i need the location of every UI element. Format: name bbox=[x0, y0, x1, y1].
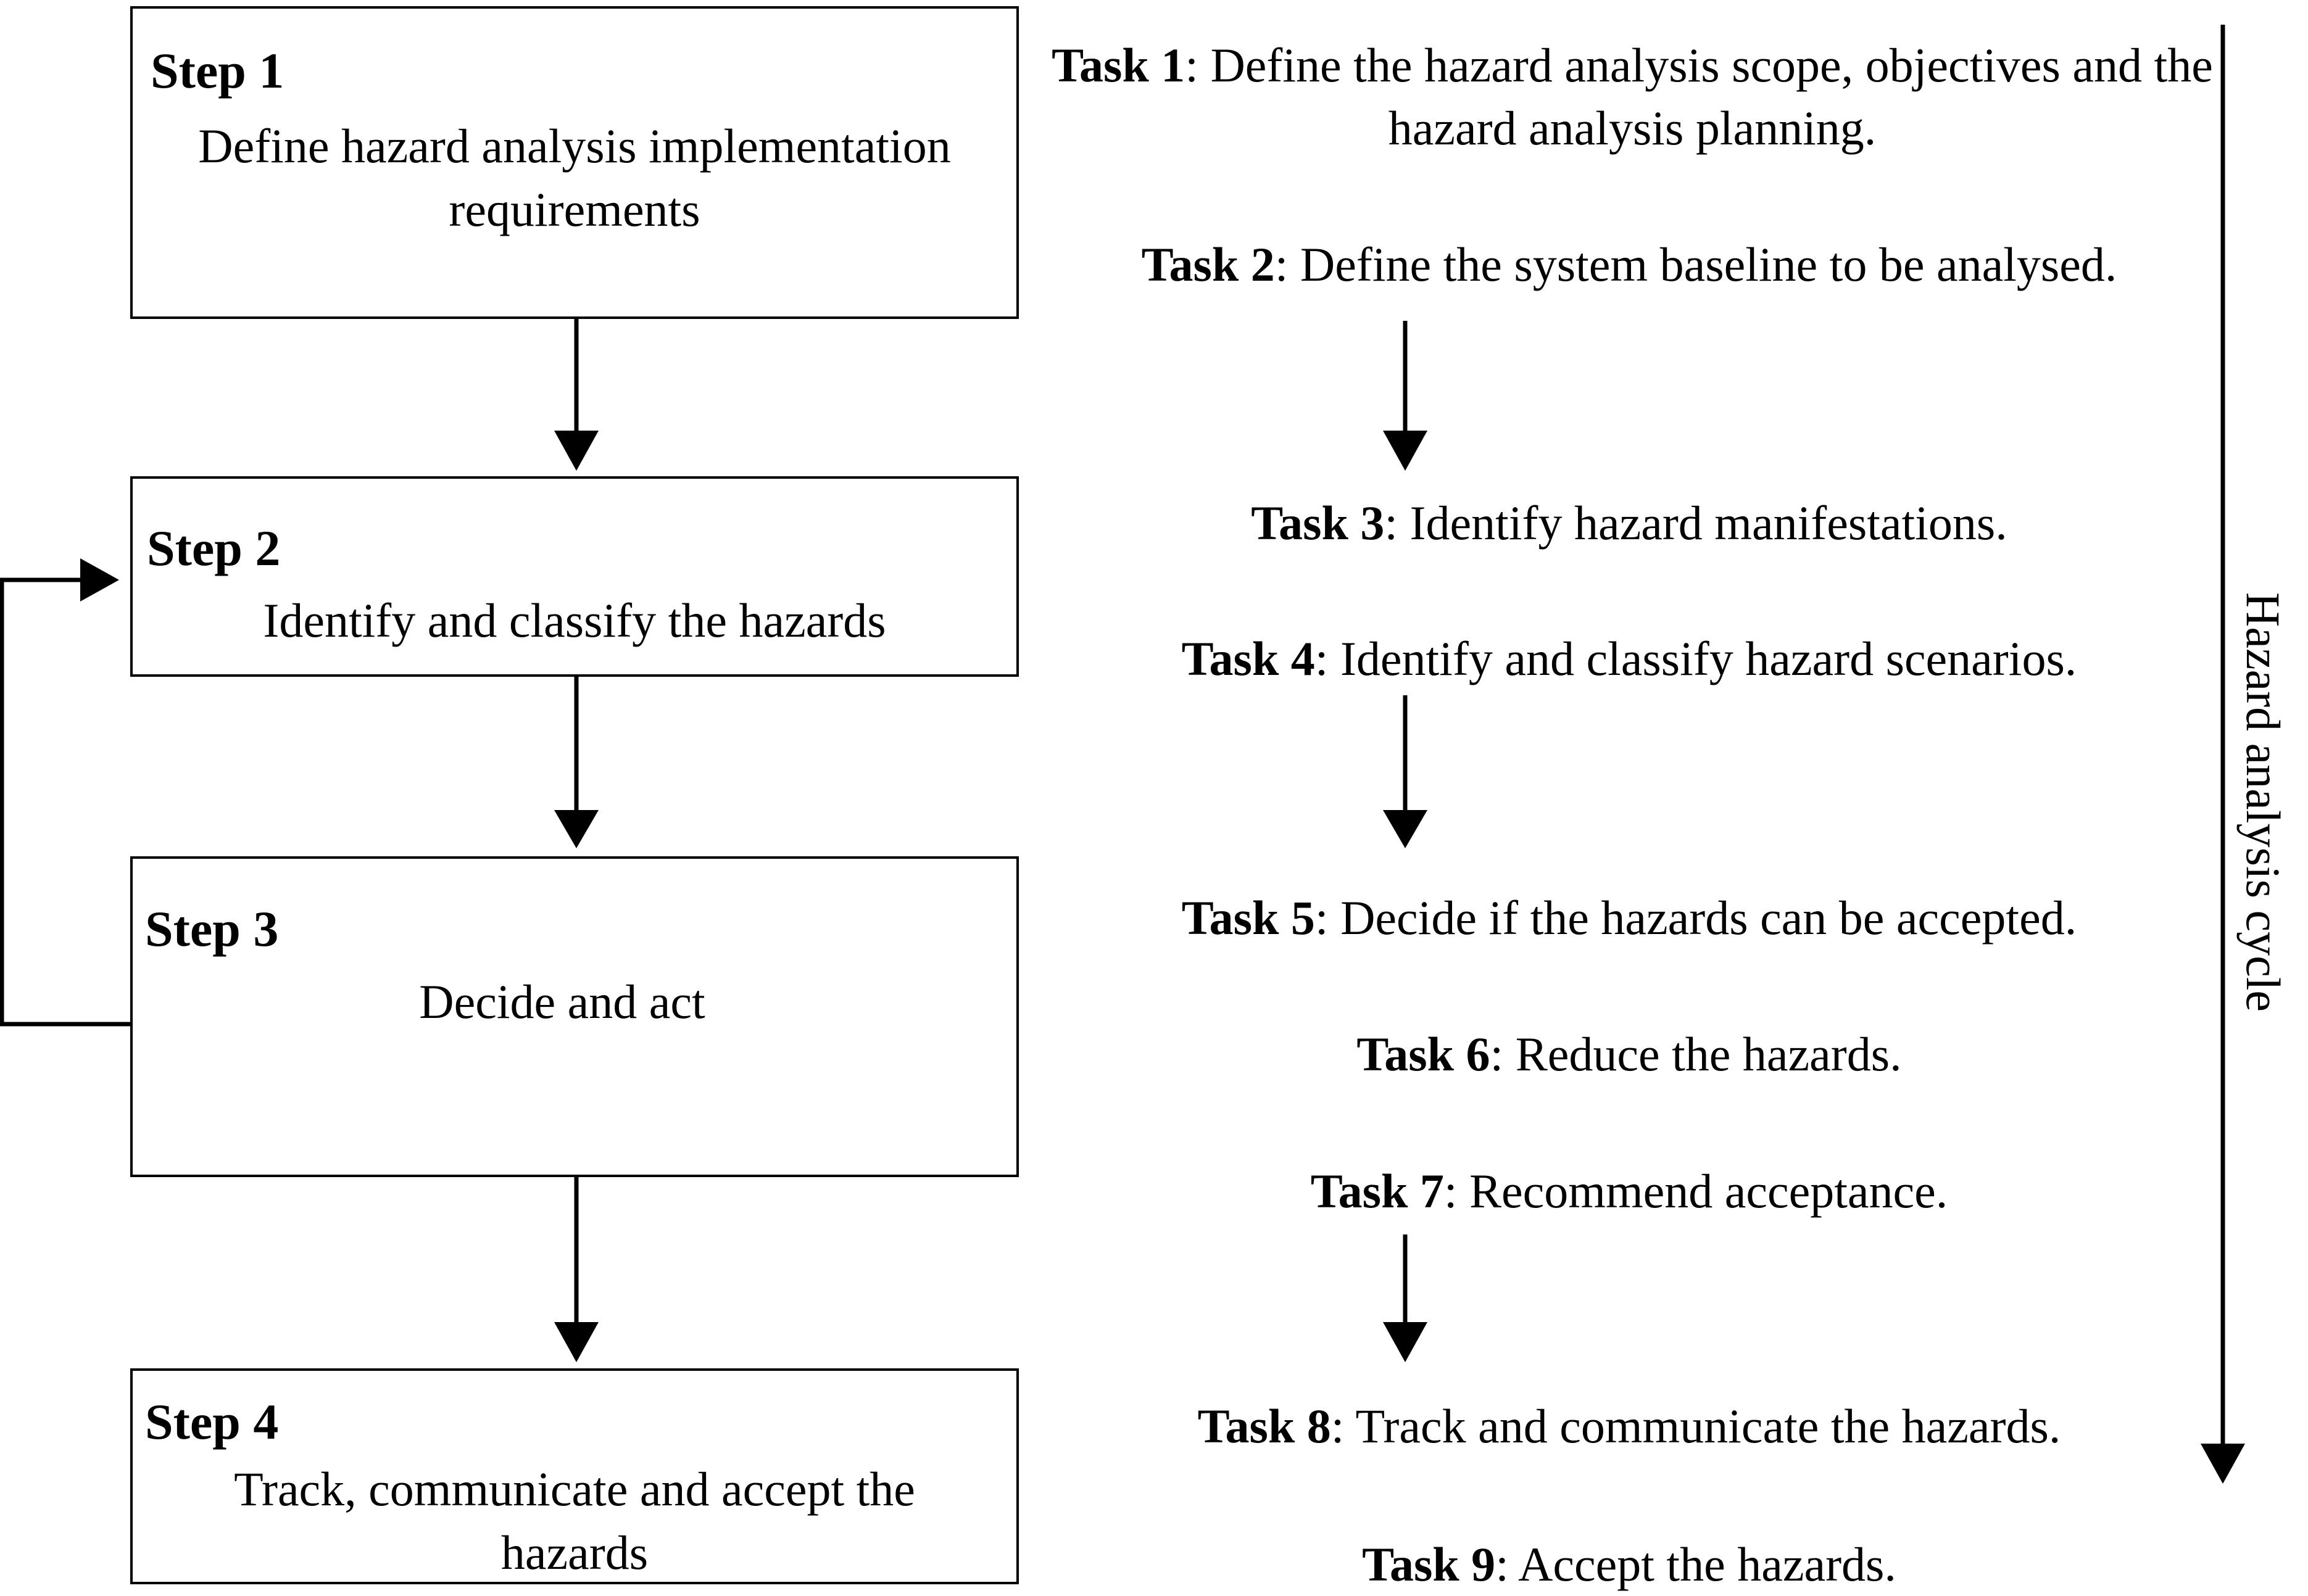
arrowhead-task5 bbox=[1383, 810, 1427, 848]
arrowhead-step3 bbox=[554, 810, 599, 848]
step-3-label: Step 3 bbox=[145, 901, 279, 957]
task-2-text: : Define the system baseline to be analy… bbox=[1274, 238, 2117, 291]
task-3: Task 3: Identify hazard manifestations. bbox=[1037, 492, 2222, 555]
task-6-label: Task 6 bbox=[1356, 1027, 1490, 1081]
step-1-box: Step 1 Define hazard analysis implementa… bbox=[130, 6, 1019, 319]
task-5: Task 5: Decide if the hazards can be acc… bbox=[1037, 887, 2222, 949]
task-9: Task 9: Accept the hazards. bbox=[1037, 1533, 2222, 1596]
task-6: Task 6: Reduce the hazards. bbox=[1037, 1023, 2222, 1086]
feedback-loop bbox=[0, 577, 130, 1027]
task-3-text: : Identify hazard manifestations. bbox=[1384, 496, 2007, 550]
task-1: Task 1: Define the hazard analysis scope… bbox=[1049, 34, 2215, 160]
step-4-box: Step 4 Track, communicate and accept the… bbox=[130, 1368, 1019, 1584]
hazard-analysis-cycle-label: Hazard analysis cycle bbox=[2236, 592, 2290, 1012]
task-1-label: Task 1 bbox=[1052, 38, 1185, 92]
task-2-label: Task 2 bbox=[1141, 238, 1275, 291]
arrowhead-feedback bbox=[80, 558, 119, 602]
task-8-label: Task 8 bbox=[1197, 1399, 1331, 1453]
arrowhead-step4 bbox=[554, 1322, 599, 1362]
task-4-text: : Identify and classify hazard scenarios… bbox=[1314, 632, 2077, 685]
task-9-text: : Accept the hazards. bbox=[1495, 1537, 1896, 1591]
task-7-text: : Recommend acceptance. bbox=[1443, 1164, 1948, 1218]
step-1-text: Define hazard analysis implementation re… bbox=[198, 119, 951, 236]
task-6-text: : Reduce the hazards. bbox=[1490, 1027, 1902, 1081]
arrowhead-task8 bbox=[1383, 1322, 1427, 1362]
task-8: Task 8: Track and communicate the hazard… bbox=[1037, 1395, 2222, 1458]
task-7-label: Task 7 bbox=[1310, 1164, 1444, 1218]
task-1-text: : Define the hazard analysis scope, obje… bbox=[1185, 38, 2213, 155]
step-2-box: Step 2 Identify and classify the hazards bbox=[130, 476, 1019, 677]
task-3-label: Task 3 bbox=[1251, 496, 1385, 550]
task-5-label: Task 5 bbox=[1181, 891, 1315, 945]
arrowhead-step2 bbox=[554, 431, 599, 471]
step-3-box: Step 3 Decide and act bbox=[130, 856, 1019, 1177]
task-2: Task 2: Define the system baseline to be… bbox=[1037, 233, 2222, 296]
task-9-label: Task 9 bbox=[1362, 1537, 1496, 1591]
step-1-label: Step 1 bbox=[151, 43, 284, 99]
task-4: Task 4: Identify and classify hazard sce… bbox=[1037, 627, 2222, 690]
arrowhead-cycle bbox=[2201, 1444, 2245, 1484]
step-3-text: Decide and act bbox=[419, 975, 705, 1028]
task-8-text: : Track and communicate the hazards. bbox=[1330, 1399, 2061, 1453]
task-7: Task 7: Recommend acceptance. bbox=[1037, 1160, 2222, 1223]
step-4-text: Track, communicate and accept the hazard… bbox=[234, 1462, 915, 1579]
arrowhead-task3 bbox=[1383, 431, 1427, 471]
task-5-text: : Decide if the hazards can be accepted. bbox=[1314, 891, 2077, 945]
step-4-label: Step 4 bbox=[145, 1394, 279, 1450]
step-2-label: Step 2 bbox=[147, 520, 281, 576]
task-4-label: Task 4 bbox=[1181, 632, 1315, 685]
step-2-text: Identify and classify the hazards bbox=[263, 593, 886, 647]
